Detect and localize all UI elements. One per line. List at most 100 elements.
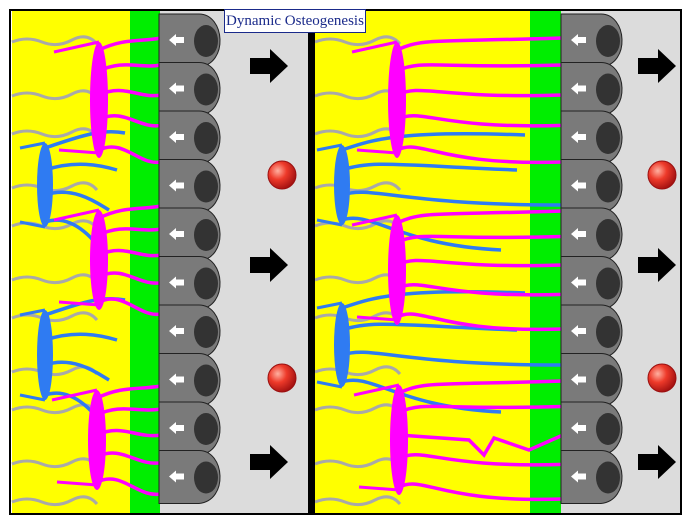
red-sphere-icon bbox=[267, 363, 297, 393]
white-arrow-icon bbox=[571, 82, 586, 95]
osteoblast bbox=[560, 401, 623, 456]
gray-process bbox=[11, 35, 99, 47]
gray-process bbox=[314, 495, 402, 507]
blue-process bbox=[316, 143, 343, 227]
osteoblast bbox=[158, 256, 221, 310]
magenta-process bbox=[98, 204, 162, 220]
white-arrow-icon bbox=[169, 470, 184, 483]
panel-divider bbox=[308, 10, 315, 515]
osteoblast-nucleus bbox=[194, 25, 218, 57]
blue-osteocyte bbox=[316, 131, 562, 252]
blue-process bbox=[19, 141, 46, 229]
blue-process bbox=[341, 162, 518, 172]
osteoblast-nucleus bbox=[194, 364, 218, 397]
white-arrow-icon bbox=[571, 276, 586, 289]
magenta-cell-body bbox=[88, 390, 106, 490]
osteoblast-nucleus bbox=[596, 25, 620, 57]
osteoblast-nucleus bbox=[194, 170, 218, 203]
osteoblast bbox=[158, 13, 221, 68]
white-arrow-icon bbox=[169, 228, 184, 240]
osteoblast bbox=[158, 304, 221, 359]
osteoblast-nucleus bbox=[596, 219, 620, 251]
osteoblast bbox=[560, 304, 623, 359]
magenta-process bbox=[351, 213, 398, 322]
white-arrow-icon bbox=[571, 34, 586, 46]
blue-cell-body bbox=[334, 145, 350, 225]
osteoblast bbox=[560, 207, 623, 262]
magenta-process bbox=[398, 482, 564, 502]
osteoblast bbox=[158, 62, 221, 116]
black-arrow-icon bbox=[250, 445, 288, 479]
bone-matrix bbox=[12, 10, 130, 515]
white-arrow-icon bbox=[169, 179, 184, 192]
blue-process bbox=[44, 129, 126, 150]
black-arrow-icon bbox=[638, 445, 676, 479]
white-arrow-icon bbox=[169, 82, 184, 95]
magenta-process bbox=[98, 297, 162, 317]
gray-process bbox=[314, 403, 402, 415]
white-arrow-icon bbox=[169, 325, 184, 337]
magenta-process bbox=[96, 384, 162, 400]
black-arrow-icon bbox=[638, 49, 676, 83]
magenta-osteocyte bbox=[351, 209, 564, 332]
magenta-process bbox=[98, 145, 162, 165]
blue-process bbox=[341, 190, 562, 207]
blue-process bbox=[316, 301, 343, 389]
magenta-cell-body bbox=[90, 42, 108, 158]
black-arrow-icon bbox=[250, 49, 288, 83]
magenta-process bbox=[53, 208, 100, 307]
white-arrow-icon bbox=[571, 422, 586, 434]
white-arrow-icon bbox=[571, 131, 586, 143]
osteoblast bbox=[158, 159, 221, 213]
gray-process bbox=[314, 457, 402, 469]
white-arrow-icon bbox=[571, 470, 586, 483]
blue-process bbox=[44, 162, 118, 172]
osteoblast-nucleus bbox=[596, 73, 620, 106]
osteoblast bbox=[158, 353, 221, 407]
magenta-process bbox=[398, 404, 564, 415]
gray-process bbox=[11, 273, 99, 285]
white-arrow-icon bbox=[169, 276, 184, 289]
magenta-osteocyte bbox=[53, 204, 162, 317]
osteoblast bbox=[560, 62, 623, 116]
osteoblast-nucleus bbox=[596, 461, 620, 494]
osteoblast-nucleus bbox=[596, 316, 620, 348]
blue-process bbox=[44, 332, 118, 342]
white-arrow-icon bbox=[169, 373, 184, 386]
osteoblast-nucleus bbox=[194, 73, 218, 106]
white-arrow-icon bbox=[571, 179, 586, 192]
gray-process bbox=[11, 181, 99, 193]
magenta-process bbox=[96, 477, 162, 497]
osteoblast bbox=[560, 450, 623, 504]
magenta-osteocyte bbox=[51, 384, 162, 497]
osteoblast bbox=[158, 450, 221, 504]
gray-process bbox=[314, 35, 402, 47]
blue-process bbox=[44, 360, 110, 382]
blue-process bbox=[341, 378, 502, 414]
red-sphere-icon bbox=[647, 160, 677, 190]
osteoblast bbox=[158, 207, 221, 262]
blue-process bbox=[341, 350, 562, 367]
magenta-process bbox=[51, 388, 98, 487]
magenta-osteocyte bbox=[353, 379, 564, 502]
magenta-process bbox=[396, 312, 564, 332]
black-arrow-icon bbox=[638, 248, 676, 282]
red-sphere-icon bbox=[647, 363, 677, 393]
white-arrow-icon bbox=[169, 34, 184, 46]
osteoblast-nucleus bbox=[596, 170, 620, 203]
osteoblast-nucleus bbox=[194, 219, 218, 251]
osteoblast-nucleus bbox=[596, 122, 620, 154]
magenta-osteocyte bbox=[53, 36, 162, 165]
white-arrow-icon bbox=[571, 373, 586, 386]
osteoblast bbox=[560, 256, 623, 310]
osteoblast-nucleus bbox=[194, 413, 218, 445]
osteoblast-nucleus bbox=[194, 316, 218, 348]
white-arrow-icon bbox=[169, 422, 184, 434]
osteoblast bbox=[560, 13, 623, 68]
white-arrow-icon bbox=[571, 325, 586, 337]
osteoblast bbox=[560, 110, 623, 165]
panel-before bbox=[11, 10, 308, 515]
magenta-process bbox=[398, 379, 564, 395]
